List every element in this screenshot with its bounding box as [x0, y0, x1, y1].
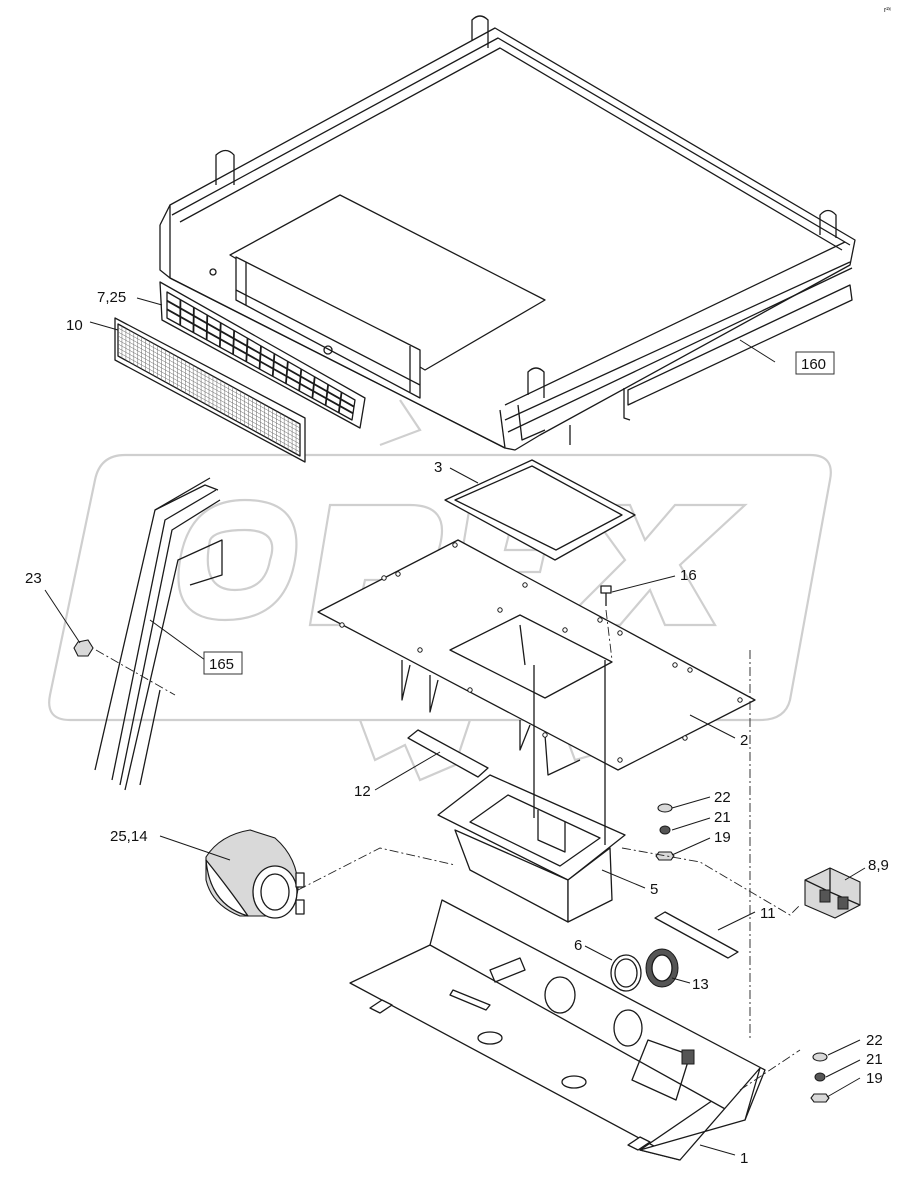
ring-part-6 [610, 954, 642, 992]
callout-10: 10 [66, 317, 83, 334]
callout-16: 16 [680, 567, 697, 584]
callout-165: 165 [209, 656, 234, 673]
roof-assembly [159, 15, 856, 451]
callout-2: 2 [740, 732, 748, 749]
callout-21a: 21 [714, 809, 731, 826]
callout-23: 23 [25, 570, 42, 587]
cab-post-165 [94, 477, 223, 791]
boxed-callout-165: 165 [203, 651, 243, 675]
callout-8-9: 8,9 [868, 857, 889, 874]
callout-13: 13 [692, 976, 709, 993]
washer-stack-lower [810, 1052, 830, 1103]
callout-12: 12 [354, 783, 371, 800]
callout-1: 1 [740, 1150, 748, 1167]
callout-11: 11 [760, 905, 776, 922]
filter-mat-part-10 [114, 317, 306, 463]
callout-22b: 22 [866, 1032, 883, 1049]
callout-6: 6 [574, 937, 582, 954]
duct-part-5 [437, 660, 626, 923]
strip-part-11 [654, 911, 739, 959]
washer-stack-upper [655, 803, 675, 861]
callout-7-25: 7,25 [97, 289, 126, 306]
leader-lines [44, 297, 866, 1156]
nut-part-23 [73, 639, 94, 657]
bolt-part-16 [600, 585, 612, 606]
callout-19a: 19 [714, 829, 731, 846]
grommet-part-13 [645, 948, 679, 988]
callout-labels: 7,25 10 3 16 23 2 12 22 21 19 25,14 8,9 … [25, 289, 889, 1167]
callout-5: 5 [650, 881, 658, 898]
opex-watermark [48, 399, 832, 782]
strip-part-12 [407, 729, 489, 778]
grille-part-7-25 [159, 281, 366, 429]
center-lines [95, 609, 801, 1040]
corner-mark: r²ˣ [884, 7, 892, 14]
plate-part-2 [317, 539, 756, 776]
callout-3: 3 [434, 459, 442, 476]
callout-25-14: 25,14 [110, 828, 148, 845]
gasket-part-3 [444, 459, 636, 561]
callout-160: 160 [801, 356, 826, 373]
callout-22a: 22 [714, 789, 731, 806]
blower-part-25-14 [205, 829, 305, 919]
callout-19b: 19 [866, 1070, 883, 1087]
callout-21b: 21 [866, 1051, 883, 1068]
switch-part-8-9 [804, 867, 861, 919]
housing-part-1 [349, 899, 801, 1161]
boxed-callout-160: 160 [795, 351, 835, 375]
